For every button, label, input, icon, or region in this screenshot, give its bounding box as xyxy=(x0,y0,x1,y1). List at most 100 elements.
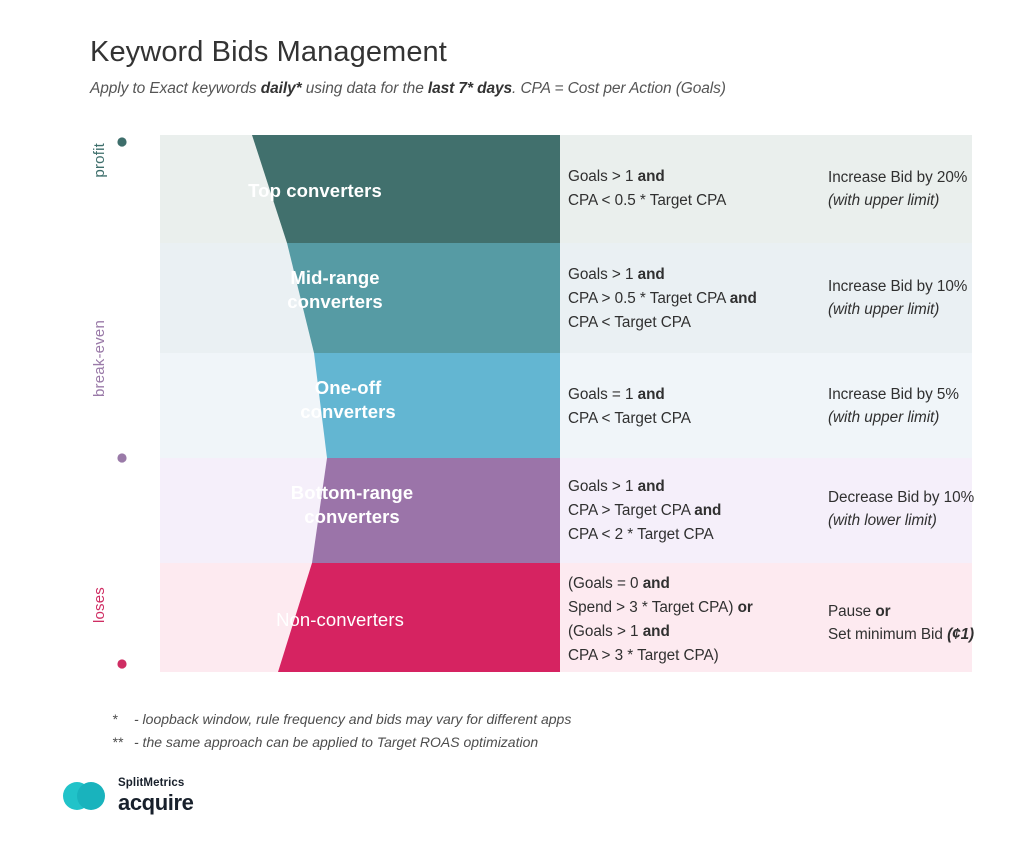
logo-icon-svg xyxy=(63,781,105,810)
condition-text: CPA < 0.5 * Target CPA xyxy=(568,192,727,210)
condition-text: Goals > 1 xyxy=(568,478,638,495)
subtitle-bold-daily: daily* xyxy=(260,80,302,98)
axis-label-break-even: break-even xyxy=(91,320,108,398)
funnel-segment-4 xyxy=(278,563,560,672)
footnote-marker-1: ** xyxy=(112,733,123,750)
header: Keyword Bids Management Apply to Exact k… xyxy=(90,36,990,99)
action-cell-4: Pause or Set minimum Bid (¢1) xyxy=(828,601,1024,647)
footnote-text-0: - loopback window, rule frequency and bi… xyxy=(134,711,572,727)
condition-keyword: and xyxy=(637,168,665,185)
condition-line: Spend > 3 * Target CPA) or xyxy=(568,596,838,620)
condition-keyword: and xyxy=(637,266,665,283)
subtitle-bold-last7days: last 7* days xyxy=(427,80,513,98)
funnel-chart: profit break-even loses Top converters M… xyxy=(90,135,974,672)
condition-text: (Goals = 0 xyxy=(568,575,643,592)
action-line-primary-3: Decrease Bid by 10% xyxy=(828,489,975,506)
row-band-2 xyxy=(160,353,972,458)
funnel-segment-3 xyxy=(312,458,560,563)
subtitle-text-1: Apply to Exact keywords xyxy=(90,80,261,98)
footnotes: * - loopback window, rule frequency and b… xyxy=(112,708,571,753)
funnel-segment-1 xyxy=(287,243,560,353)
axis-dot-profit xyxy=(117,137,127,147)
condition-keyword: and xyxy=(637,478,665,495)
condition-keyword: and xyxy=(694,502,722,520)
axis-label-loses: loses xyxy=(91,587,108,624)
logo-wordmark: SplitMetrics acquire xyxy=(118,777,194,815)
condition-line: CPA < 0.5 * Target CPA xyxy=(568,189,838,213)
condition-line: CPA < Target CPA xyxy=(568,407,838,431)
action-setmin-text: Set minimum Bid xyxy=(828,625,948,643)
condition-line: CPA < Target CPA xyxy=(568,311,838,335)
condition-line: Goals > 1 and xyxy=(568,263,838,287)
footnote-0: * - loopback window, rule frequency and b… xyxy=(112,708,571,731)
condition-text: CPA < 2 * Target CPA xyxy=(568,526,714,544)
condition-line: CPA > Target CPA and xyxy=(568,499,838,523)
condition-text: Goals = 1 xyxy=(568,386,638,403)
condition-text: (Goals > 1 xyxy=(568,623,643,641)
action-pause-text: Pause xyxy=(828,603,876,620)
footnote-text-1: - the same approach can be applied to Ta… xyxy=(134,733,539,750)
action-line-primary-4: Pause or xyxy=(828,601,1024,624)
axis-line-svg xyxy=(117,137,127,669)
action-or-keyword: or xyxy=(875,603,891,620)
condition-keyword: and xyxy=(729,290,757,308)
page-title: Keyword Bids Management xyxy=(90,36,447,68)
action-cell-1: Increase Bid by 10% (with upper limit) xyxy=(828,276,1024,322)
action-line-note-2: (with upper limit) xyxy=(828,408,940,426)
axis-label-profit: profit xyxy=(91,143,108,178)
condition-keyword: and xyxy=(637,386,665,403)
condition-line: CPA < 2 * Target CPA xyxy=(568,523,838,547)
condition-text: Goals > 1 xyxy=(568,266,638,283)
funnel-shape xyxy=(252,135,560,672)
action-line-note-1: (with upper limit) xyxy=(828,300,940,318)
action-line-note-4: Set minimum Bid (¢1) xyxy=(828,624,1024,647)
profitability-axis: profit break-even loses xyxy=(90,135,136,672)
axis-dot-break-even xyxy=(117,453,127,463)
action-line-primary-2: Increase Bid by 5% xyxy=(828,386,959,403)
funnel-segment-0 xyxy=(252,135,560,243)
condition-keyword: or xyxy=(737,599,753,617)
subtitle-text-3: . CPA = Cost per Action (Goals) xyxy=(512,80,726,98)
condition-text: CPA < Target CPA xyxy=(568,410,691,428)
condition-line: CPA > 0.5 * Target CPA and xyxy=(568,287,838,311)
splitmetrics-circles-icon xyxy=(62,779,106,813)
footnote-1: ** - the same approach can be applied to … xyxy=(112,731,571,754)
action-cell-0: Increase Bid by 20% (with upper limit) xyxy=(828,167,1024,213)
row-bands xyxy=(160,135,972,672)
condition-line: (Goals > 1 and xyxy=(568,620,838,644)
condition-line: Goals > 1 and xyxy=(568,165,838,189)
condition-text: CPA > 3 * Target CPA) xyxy=(568,647,719,665)
action-cell-2: Increase Bid by 5% (with upper limit) xyxy=(828,384,1024,430)
row-band-3 xyxy=(160,458,972,563)
condition-text: CPA > 0.5 * Target CPA xyxy=(568,290,730,308)
condition-text: Goals > 1 xyxy=(568,168,638,185)
action-cell-3: Decrease Bid by 10% (with lower limit) xyxy=(828,487,1024,533)
action-line-note-0: (with upper limit) xyxy=(828,191,940,209)
condition-keyword: and xyxy=(642,575,670,592)
action-line-primary-0: Increase Bid by 20% xyxy=(828,169,968,186)
action-line-note-3: (with lower limit) xyxy=(828,511,937,529)
action-line-primary-1: Increase Bid by 10% xyxy=(828,278,968,295)
splitmetrics-logo: SplitMetrics acquire xyxy=(62,777,194,815)
page-subtitle: Apply to Exact keywords daily* using dat… xyxy=(90,79,990,99)
condition-text: Spend > 3 * Target CPA) xyxy=(568,599,738,617)
condition-text: CPA < Target CPA xyxy=(568,314,691,332)
condition-line: (Goals = 0 and xyxy=(568,572,838,596)
logo-acquire-text: acquire xyxy=(118,789,194,815)
action-min-bid-value: (¢1) xyxy=(947,625,975,643)
condition-keyword: and xyxy=(642,623,670,641)
axis-dot-loses xyxy=(117,659,127,669)
funnel-segment-2 xyxy=(314,353,560,458)
footnote-marker-0: * xyxy=(112,711,118,727)
condition-text: CPA > Target CPA xyxy=(568,502,695,520)
condition-line: CPA > 3 * Target CPA) xyxy=(568,644,838,668)
condition-line: Goals > 1 and xyxy=(568,475,838,499)
logo-splitmetrics-text: SplitMetrics xyxy=(118,777,185,789)
condition-line: Goals = 1 and xyxy=(568,383,838,407)
